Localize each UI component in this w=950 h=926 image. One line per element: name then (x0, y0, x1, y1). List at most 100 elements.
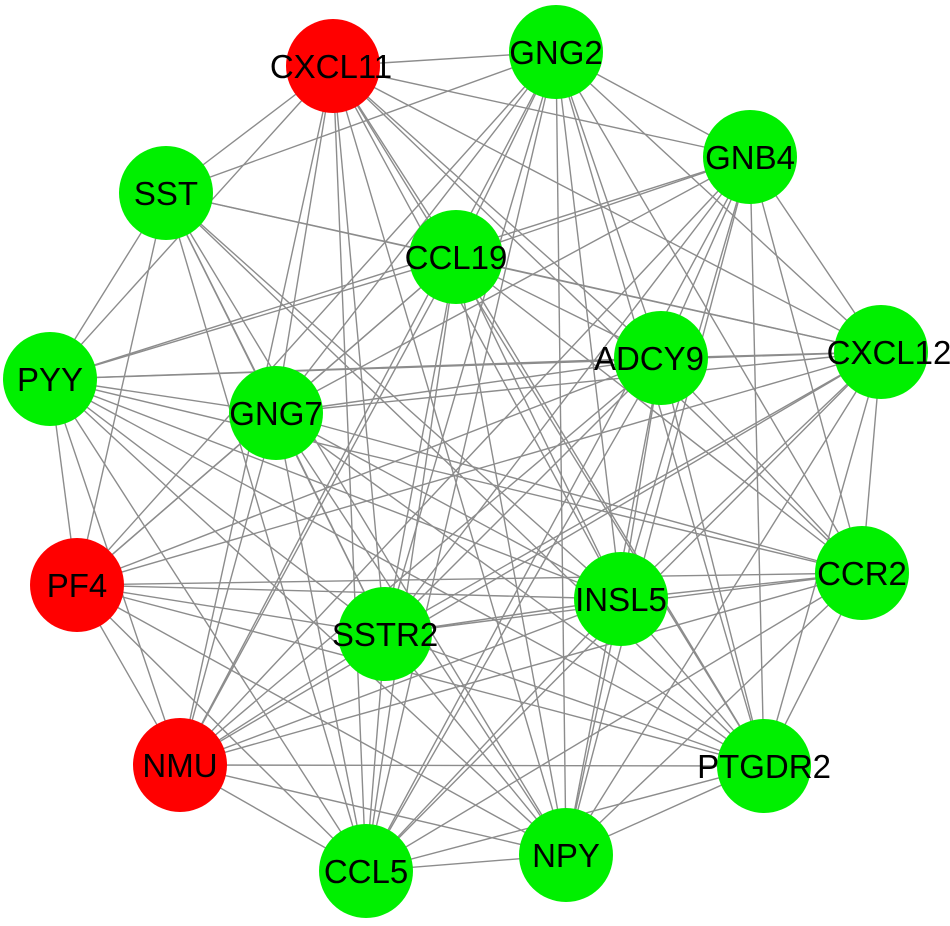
node-circle-pf4 (30, 538, 124, 632)
edge-gng7-ccl5 (275, 412, 367, 872)
node-ptgdr2: PTGDR2 (697, 719, 831, 813)
edge-gng2-sst (165, 51, 557, 194)
edge-adcy9-ptgdr2 (660, 357, 765, 767)
node-label-sstr2: SSTR2 (332, 616, 438, 653)
node-sst: SST (119, 146, 213, 240)
edge-adcy9-nmu (179, 357, 662, 766)
node-circle-gng7 (229, 366, 323, 460)
edge-adcy9-pf4 (76, 357, 662, 586)
node-label-adcy9: ADCY9 (594, 340, 704, 377)
edge-sst-ccl5 (165, 192, 367, 872)
node-circle-cxcl11 (286, 19, 380, 113)
node-cxcl11: CXCL11 (270, 19, 392, 113)
node-gnb4: GNB4 (703, 110, 797, 204)
node-label-pf4: PF4 (47, 567, 108, 604)
node-label-sst: SST (134, 175, 198, 212)
edge-ccl19-ccl5 (365, 256, 457, 872)
edge-pyy-ptgdr2 (49, 378, 765, 767)
edge-gng2-ccl5 (365, 51, 557, 872)
edge-cxcl12-gng7 (275, 351, 882, 414)
node-label-ccl19: CCL19 (405, 239, 508, 276)
edge-ccl19-sstr2 (384, 256, 457, 635)
edge-gng2-nmu (179, 51, 557, 766)
edge-pf4-ptgdr2 (76, 584, 765, 767)
node-label-pyy: PYY (17, 361, 83, 398)
edge-gng7-ptgdr2 (275, 412, 765, 767)
edge-ccl19-insl5 (455, 256, 622, 600)
edge-ccr2-npy (565, 572, 863, 856)
node-npy: NPY (519, 808, 613, 902)
edge-gng2-insl5 (555, 51, 622, 600)
edge-gng2-sstr2 (384, 51, 557, 635)
node-label-cxcl11: CXCL11 (270, 48, 392, 85)
edge-gng7-insl5 (275, 412, 622, 600)
edge-adcy9-sstr2 (384, 357, 662, 635)
edge-cxcl12-insl5 (620, 351, 882, 600)
edge-insl5-ccl5 (365, 598, 622, 872)
edge-nmu-npy (179, 764, 567, 856)
node-circle-ptgdr2 (717, 719, 811, 813)
edge-gng2-cxcl12 (555, 51, 882, 353)
edge-pyy-ccr2 (49, 378, 863, 574)
edge-ccl19-ccr2 (455, 256, 863, 574)
node-label-gnb4: GNB4 (705, 139, 795, 176)
node-pyy: PYY (3, 332, 97, 426)
node-circle-sstr2 (338, 587, 432, 681)
edge-gnb4-ccr2 (749, 156, 863, 574)
node-circle-pyy (3, 332, 97, 426)
node-circle-sst (119, 146, 213, 240)
edge-gnb4-pyy (49, 156, 751, 380)
edge-cxcl11-ccl5 (332, 65, 367, 872)
node-ccl5: CCL5 (319, 824, 413, 918)
node-pf4: PF4 (30, 538, 124, 632)
node-insl5: INSL5 (574, 552, 668, 646)
node-adcy9: ADCY9 (594, 311, 708, 405)
edge-ccr2-ccl5 (365, 572, 863, 872)
edge-gng2-pf4 (76, 51, 557, 586)
edge-cxcl11-ptgdr2 (332, 65, 765, 767)
edge-sst-ptgdr2 (165, 192, 765, 767)
node-circle-insl5 (574, 552, 668, 646)
node-circle-nmu (133, 718, 227, 812)
node-label-insl5: INSL5 (575, 581, 667, 618)
edge-gnb4-ccl19 (455, 156, 751, 258)
node-sstr2: SSTR2 (332, 587, 438, 681)
edge-sstr2-ptgdr2 (384, 633, 765, 767)
node-circle-ccl5 (319, 824, 413, 918)
edge-cxcl11-sstr2 (332, 65, 386, 635)
node-gng2: GNG2 (509, 5, 603, 99)
edge-gng2-ptgdr2 (555, 51, 765, 767)
node-circle-adcy9 (614, 311, 708, 405)
edge-nmu-ptgdr2 (179, 764, 765, 767)
node-ccr2: CCR2 (815, 526, 909, 620)
edge-gnb4-nmu (179, 156, 751, 766)
edge-cxcl11-gng7 (275, 65, 334, 414)
edge-gnb4-npy (565, 156, 751, 856)
edge-insl5-nmu (179, 598, 622, 766)
node-circle-gng2 (509, 5, 603, 99)
edge-pyy-ccl5 (49, 378, 367, 872)
edge-ccr2-nmu (179, 572, 863, 766)
edge-cxcl11-insl5 (332, 65, 622, 600)
node-label-ccr2: CCR2 (817, 555, 907, 592)
node-label-ptgdr2: PTGDR2 (697, 748, 831, 785)
edge-sst-npy (165, 192, 567, 856)
node-label-nmu: NMU (142, 747, 217, 784)
edge-pf4-ccr2 (76, 572, 863, 586)
edge-pyy-npy (49, 378, 567, 856)
edge-pyy-insl5 (49, 378, 622, 600)
edge-gnb4-ccl5 (365, 156, 751, 872)
node-label-gng2: GNG2 (509, 34, 603, 71)
edge-cxcl12-nmu (179, 351, 882, 766)
edge-pf4-sstr2 (76, 584, 386, 635)
node-label-gng7: GNG7 (229, 395, 323, 432)
node-circle-cxcl12 (834, 305, 928, 399)
edge-ccl19-pyy (49, 256, 457, 380)
edge-gng2-npy (555, 51, 567, 856)
node-nmu: NMU (133, 718, 227, 812)
edge-ccl19-cxcl12 (455, 256, 882, 353)
edge-cxcl12-sstr2 (384, 351, 882, 635)
edge-gng7-ccr2 (275, 412, 863, 574)
